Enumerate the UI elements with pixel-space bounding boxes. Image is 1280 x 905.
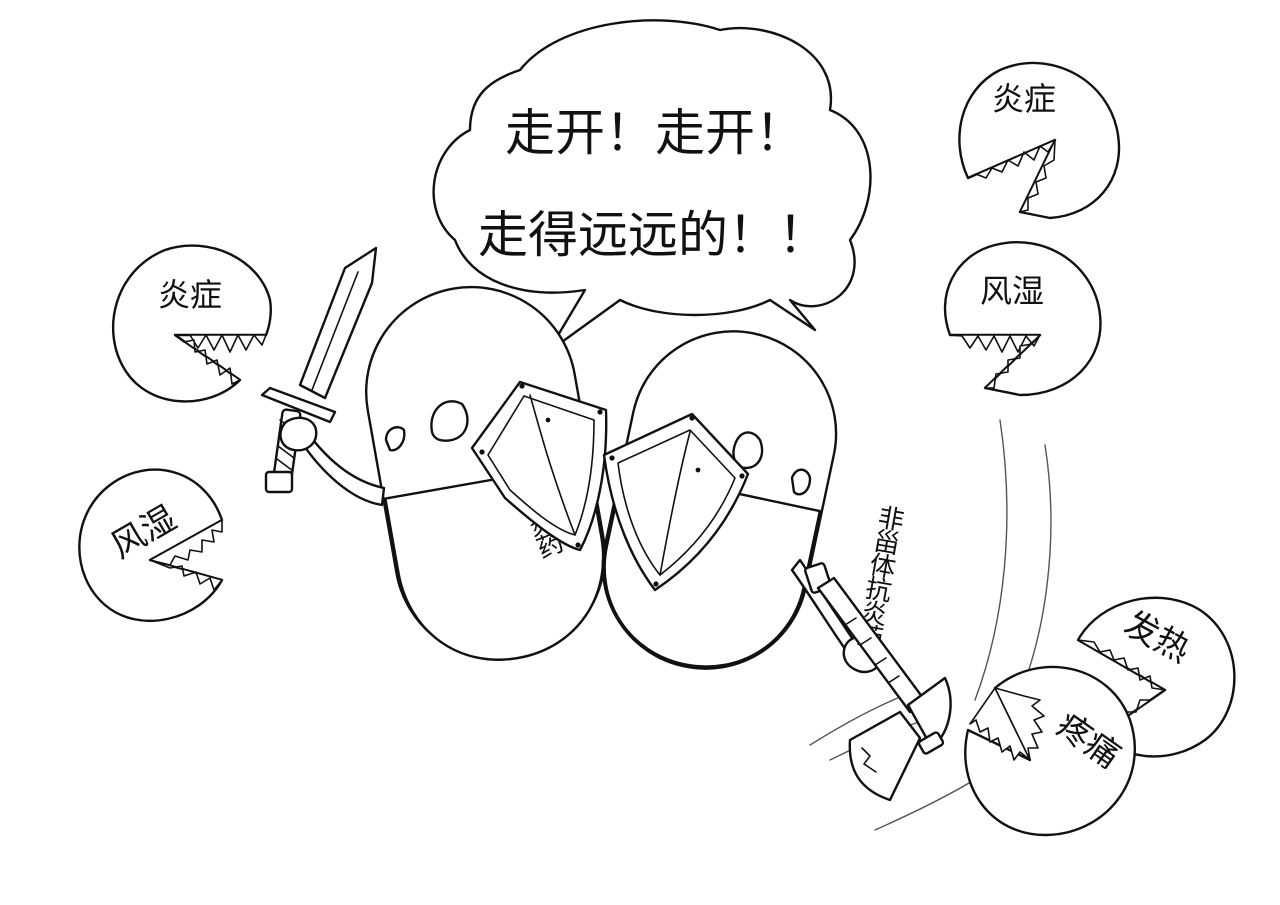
speech-line-1: 走开！走开！ — [505, 104, 805, 162]
monster-label-rheumatism-right: 风湿 — [980, 272, 1044, 310]
sword — [260, 246, 378, 494]
monster-label-inflammation-right: 炎症 — [992, 80, 1056, 118]
monster-pain: 疼痛 — [964, 665, 1136, 837]
speech-line-2: 走得远远的！！ — [478, 206, 828, 264]
axe — [804, 562, 952, 802]
monster-rheumatism-left: 风湿 — [78, 468, 224, 622]
monster-inflammation-left: 炎症 — [111, 244, 272, 403]
monster-label-inflammation-left: 炎症 — [158, 276, 222, 314]
monster-inflammation-right: 炎症 — [958, 61, 1121, 220]
monster-fever: 发热 — [1076, 596, 1236, 758]
shield-left — [470, 380, 608, 552]
monster-rheumatism-right: 风湿 — [943, 240, 1102, 397]
pill-steroid: 甾体抗炎药 — [279, 285, 607, 661]
shield-right — [602, 412, 750, 592]
speech-bubble: 走开！走开！ 走得远远的！！ — [432, 19, 872, 354]
